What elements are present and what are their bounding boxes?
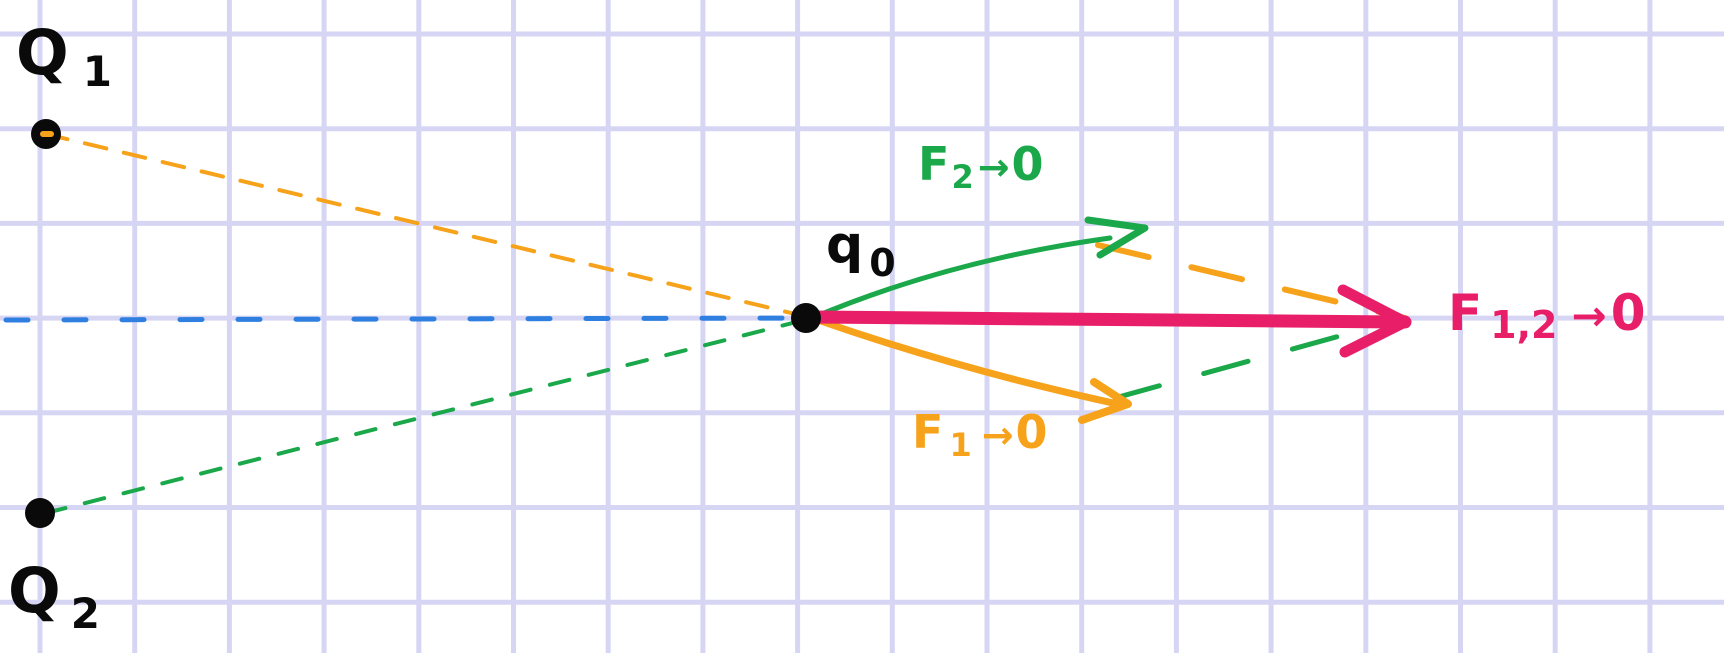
q1-charge-mark (40, 131, 54, 137)
f2-to-0-label: F2→0 (918, 137, 1044, 196)
f1-to-0-arrow (808, 314, 1132, 424)
q1-distance-line (44, 132, 814, 320)
f2-to-0-arrow (809, 216, 1149, 321)
parallelogram-orange-dash (1095, 242, 1408, 321)
horizontal-axis-line (3, 315, 815, 323)
q2-charge-dot (25, 498, 55, 528)
q0-charge-dot (791, 303, 821, 333)
f12-to-0-resultant-arrow (805, 284, 1412, 358)
parallelogram-green-dash (1112, 315, 1408, 401)
q2-distance-line (44, 316, 814, 515)
